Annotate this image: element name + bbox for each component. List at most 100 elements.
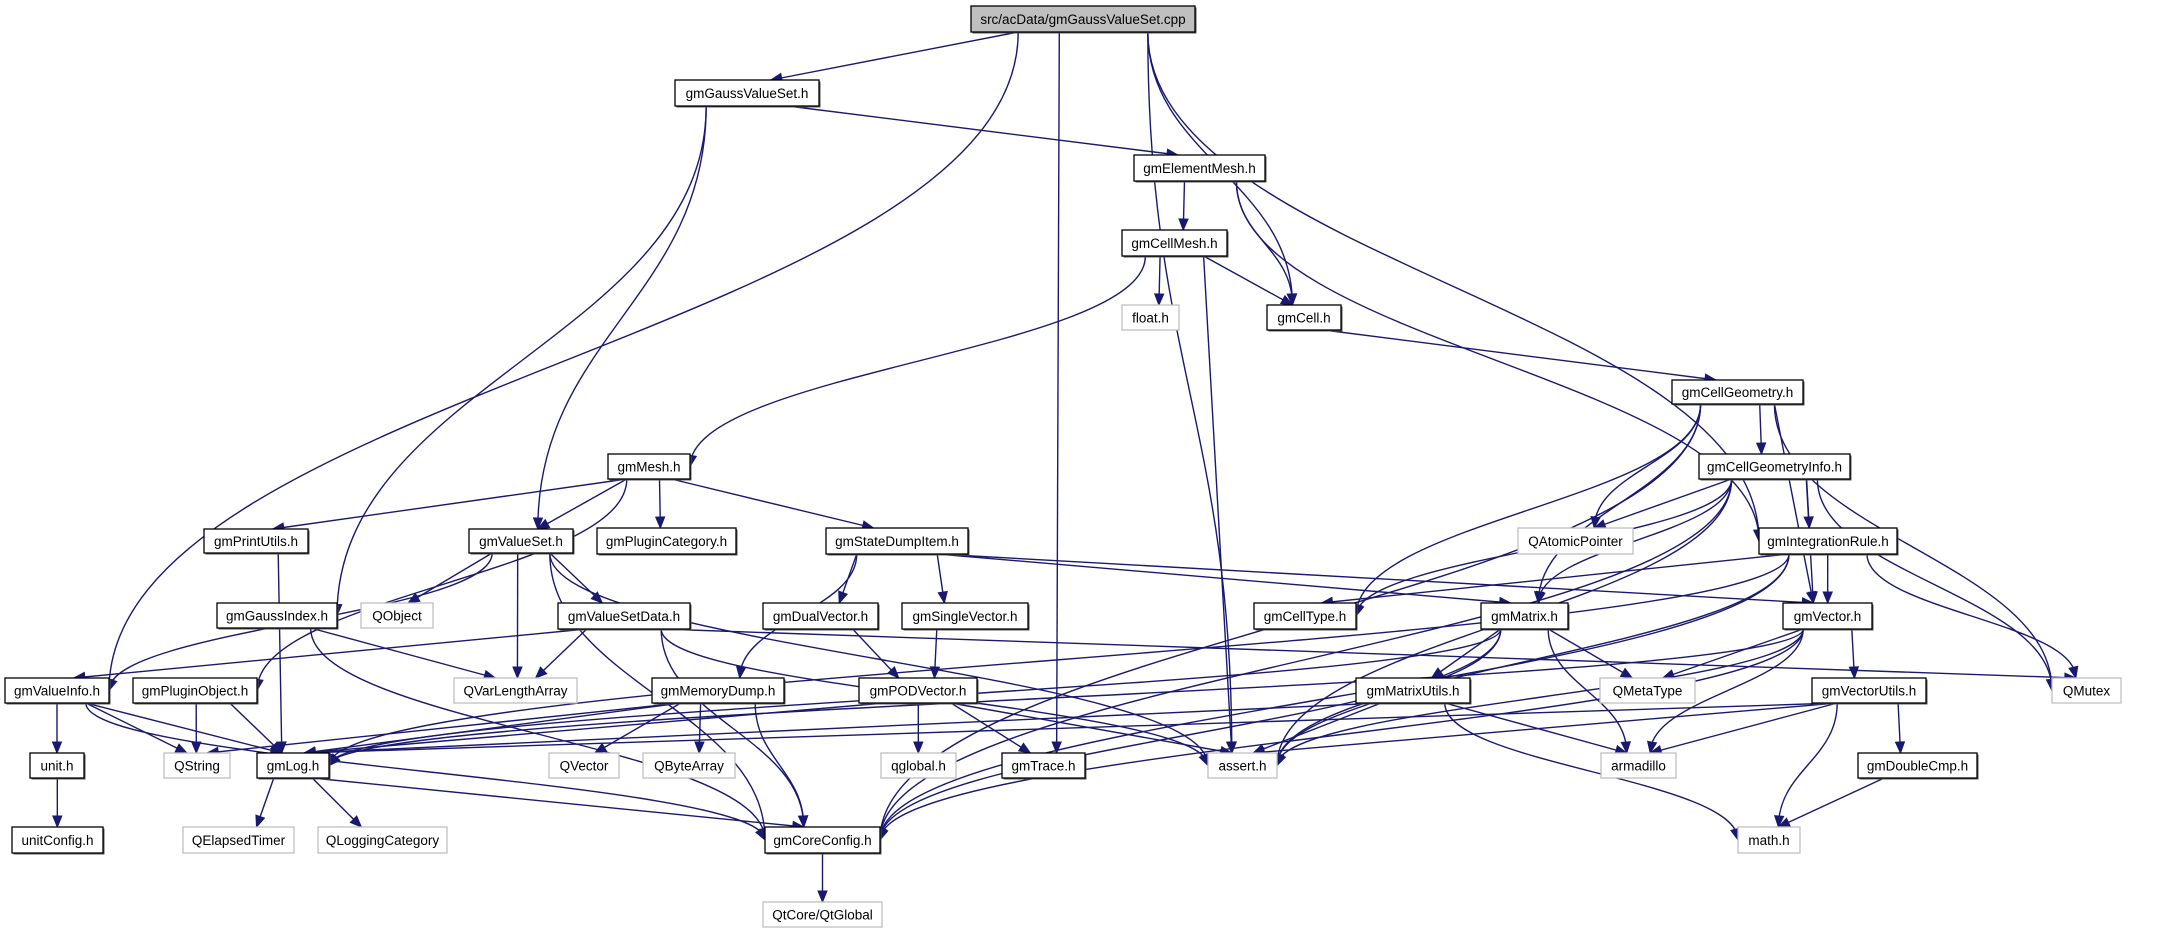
node-box[interactable] bbox=[29, 752, 85, 779]
node-box[interactable] bbox=[762, 602, 879, 630]
node-qt-core-qt-global[interactable]: QtCore/QtGlobal bbox=[762, 901, 883, 928]
node-gm-cell-type-h[interactable]: gmCellType.h bbox=[1253, 602, 1358, 631]
node-box[interactable] bbox=[674, 79, 820, 107]
node-gm-vector-utils-h[interactable]: gmVectorUtils.h bbox=[1811, 677, 1928, 705]
node-gm-trace-h[interactable]: gmTrace.h bbox=[1001, 752, 1087, 780]
node-box[interactable] bbox=[557, 602, 691, 630]
node-gm-plugin-category-h[interactable]: gmPluginCategory.h bbox=[596, 527, 738, 556]
node-box[interactable] bbox=[1121, 304, 1180, 331]
node-box[interactable] bbox=[651, 677, 785, 704]
node-box[interactable] bbox=[360, 602, 434, 629]
node-box[interactable] bbox=[216, 602, 338, 629]
node-qelapsed-timer[interactable]: QElapsedTimer bbox=[182, 826, 295, 854]
node-gm-cell-mesh-h[interactable]: gmCellMesh.h bbox=[1121, 229, 1229, 258]
node-box[interactable] bbox=[1253, 602, 1357, 630]
node-gm-single-vector-h[interactable]: gmSingleVector.h bbox=[901, 602, 1030, 631]
node-box[interactable] bbox=[453, 677, 578, 704]
node-box[interactable] bbox=[468, 528, 574, 554]
node-box[interactable] bbox=[1517, 527, 1634, 555]
node-gm-value-set-h[interactable]: gmValueSet.h bbox=[468, 528, 575, 555]
node-box[interactable] bbox=[858, 677, 978, 704]
node-box[interactable] bbox=[1355, 677, 1471, 704]
node-gm-mesh-h[interactable]: gmMesh.h bbox=[607, 453, 692, 481]
node-box[interactable] bbox=[1207, 752, 1278, 779]
node-qatomic-pointer[interactable]: QAtomicPointer bbox=[1517, 527, 1634, 555]
node-box[interactable] bbox=[825, 527, 969, 555]
node-box[interactable] bbox=[1121, 229, 1228, 257]
node-gm-podvector-h[interactable]: gmPODVector.h bbox=[858, 677, 979, 705]
node-box[interactable] bbox=[182, 826, 295, 854]
node-gm-matrix-utils-h[interactable]: gmMatrixUtils.h bbox=[1355, 677, 1472, 705]
node-qvector[interactable]: QVector bbox=[548, 752, 620, 779]
node-gm-cell-geometry-info-h[interactable]: gmCellGeometryInfo.h bbox=[1698, 453, 1852, 481]
node-box[interactable] bbox=[1599, 677, 1696, 704]
node-gm-state-dump-item-h[interactable]: gmStateDumpItem.h bbox=[825, 527, 970, 556]
node-gm-matrix-h[interactable]: gmMatrix.h bbox=[1480, 602, 1570, 631]
node-gm-value-info-h[interactable]: gmValueInfo.h bbox=[4, 677, 111, 705]
node-gm-memory-dump-h[interactable]: gmMemoryDump.h bbox=[651, 677, 786, 705]
node-box[interactable] bbox=[642, 752, 736, 779]
node-box[interactable] bbox=[607, 453, 691, 480]
node-unit-h[interactable]: unit.h bbox=[29, 752, 86, 780]
node-box[interactable] bbox=[1480, 602, 1569, 630]
node-gm-log-h[interactable]: gmLog.h bbox=[256, 752, 331, 780]
node-qglobal-h[interactable]: qglobal.h bbox=[880, 752, 957, 779]
node-box[interactable] bbox=[1001, 752, 1086, 779]
node-qmeta-type[interactable]: QMetaType bbox=[1599, 677, 1696, 704]
node-qstring[interactable]: QString bbox=[163, 752, 231, 779]
node-box[interactable] bbox=[880, 752, 957, 779]
node-qobject[interactable]: QObject bbox=[360, 602, 434, 629]
node-gm-gauss-index-h[interactable]: gmGaussIndex.h bbox=[216, 602, 339, 630]
node-box[interactable] bbox=[1698, 453, 1851, 480]
node-gm-gauss-value-set-h[interactable]: gmGaussValueSet.h bbox=[674, 79, 821, 108]
node-box[interactable] bbox=[1782, 602, 1873, 630]
node-src-ac-data-gm-gauss-value-set-cpp[interactable]: src/acData/gmGaussValueSet.cpp bbox=[970, 5, 1197, 34]
node-box[interactable] bbox=[317, 826, 448, 854]
node-qvar-length-array[interactable]: QVarLengthArray bbox=[453, 677, 578, 704]
node-math-h[interactable]: math.h bbox=[1737, 826, 1801, 854]
node-gm-vector-h[interactable]: gmVector.h bbox=[1782, 602, 1874, 631]
node-box[interactable] bbox=[1600, 752, 1677, 779]
node-gm-plugin-object-h[interactable]: gmPluginObject.h bbox=[132, 677, 259, 705]
node-gm-core-config-h[interactable]: gmCoreConfig.h bbox=[764, 826, 882, 855]
node-label: QVarLengthArray bbox=[463, 684, 567, 699]
node-box[interactable] bbox=[764, 826, 881, 854]
node-gm-element-mesh-h[interactable]: gmElementMesh.h bbox=[1133, 154, 1267, 183]
node-box[interactable] bbox=[596, 527, 737, 555]
node-box[interactable] bbox=[1266, 304, 1342, 331]
node-box[interactable] bbox=[1671, 379, 1804, 405]
node-box[interactable] bbox=[203, 528, 309, 554]
node-unit-config-h[interactable]: unitConfig.h bbox=[11, 826, 105, 855]
node-gm-integration-rule-h[interactable]: gmIntegrationRule.h bbox=[1758, 527, 1899, 556]
node-box[interactable] bbox=[901, 602, 1029, 630]
node-box[interactable] bbox=[1758, 527, 1898, 555]
node-label: gmPrintUtils.h bbox=[214, 534, 298, 549]
node-box[interactable] bbox=[256, 752, 330, 779]
node-gm-print-utils-h[interactable]: gmPrintUtils.h bbox=[203, 528, 310, 555]
node-gm-cell-h[interactable]: gmCell.h bbox=[1266, 304, 1343, 332]
node-gm-dual-vector-h[interactable]: gmDualVector.h bbox=[762, 602, 880, 631]
edge-gm-mesh-to-gm-plugin-object bbox=[256, 478, 628, 691]
node-armadillo[interactable]: armadillo bbox=[1600, 752, 1677, 779]
node-gm-cell-geometry-h[interactable]: gmCellGeometry.h bbox=[1671, 379, 1805, 406]
node-box[interactable] bbox=[1857, 752, 1978, 779]
node-qbyte-array[interactable]: QByteArray bbox=[642, 752, 736, 779]
node-box[interactable] bbox=[970, 5, 1196, 33]
edge-gm-gauss-index-to-gm-core-config bbox=[309, 627, 766, 841]
node-box[interactable] bbox=[762, 901, 883, 928]
node-box[interactable] bbox=[163, 752, 231, 779]
node-float-h[interactable]: float.h bbox=[1121, 304, 1180, 331]
node-assert-h[interactable]: assert.h bbox=[1207, 752, 1278, 779]
node-box[interactable] bbox=[548, 752, 620, 779]
node-qmutex[interactable]: QMutex bbox=[2051, 677, 2122, 704]
node-box[interactable] bbox=[11, 826, 104, 854]
node-box[interactable] bbox=[4, 677, 110, 704]
node-qlogging-category[interactable]: QLoggingCategory bbox=[317, 826, 448, 854]
node-box[interactable] bbox=[2051, 677, 2122, 704]
node-box[interactable] bbox=[1737, 826, 1801, 854]
node-gm-value-set-data-h[interactable]: gmValueSetData.h bbox=[557, 602, 692, 631]
node-box[interactable] bbox=[1811, 677, 1927, 704]
node-box[interactable] bbox=[1133, 154, 1266, 182]
node-gm-double-cmp-h[interactable]: gmDoubleCmp.h bbox=[1857, 752, 1979, 780]
node-box[interactable] bbox=[132, 677, 258, 704]
